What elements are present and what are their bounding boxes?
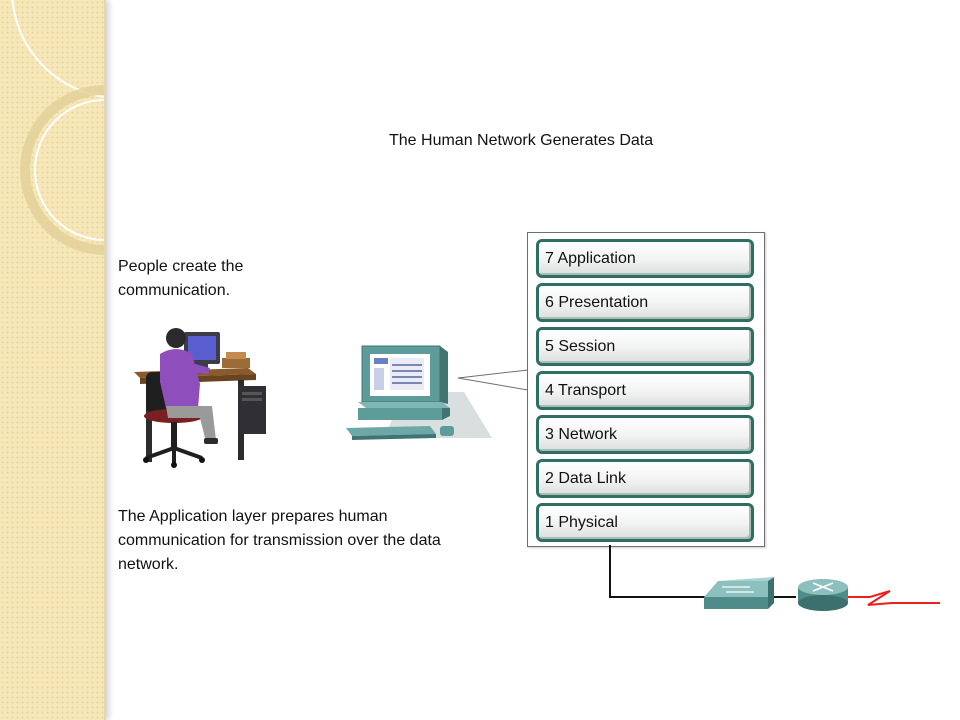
decorative-side-band (0, 0, 106, 720)
network-switch-icon (704, 577, 774, 609)
callout-pointer (457, 369, 529, 391)
caption-people-create: People create the communication. (118, 258, 244, 299)
osi-layer-data-link: 2 Data Link (536, 459, 754, 498)
network-cable (609, 545, 710, 598)
network-connection (609, 545, 940, 611)
desktop-computer-icon (346, 345, 492, 440)
osi-layer-network: 3 Network (536, 415, 754, 454)
caption-application-layer: The Application layer prepares human com… (118, 508, 441, 573)
osi-layer-session: 5 Session (536, 327, 754, 366)
osi-layer-presentation: 6 Presentation (536, 283, 754, 322)
decorative-circles (11, 0, 104, 255)
serial-link-icon (848, 590, 940, 606)
osi-layer-physical: 1 Physical (536, 503, 754, 542)
person-at-computer-icon (134, 328, 266, 468)
osi-layer-panel: 7 Application 6 Presentation 5 Session 4… (527, 232, 765, 547)
osi-layer-application: 7 Application (536, 239, 754, 278)
diagram-title: The Human Network Generates Data (389, 132, 654, 149)
osi-layer-transport: 4 Transport (536, 371, 754, 410)
router-icon (798, 579, 848, 611)
